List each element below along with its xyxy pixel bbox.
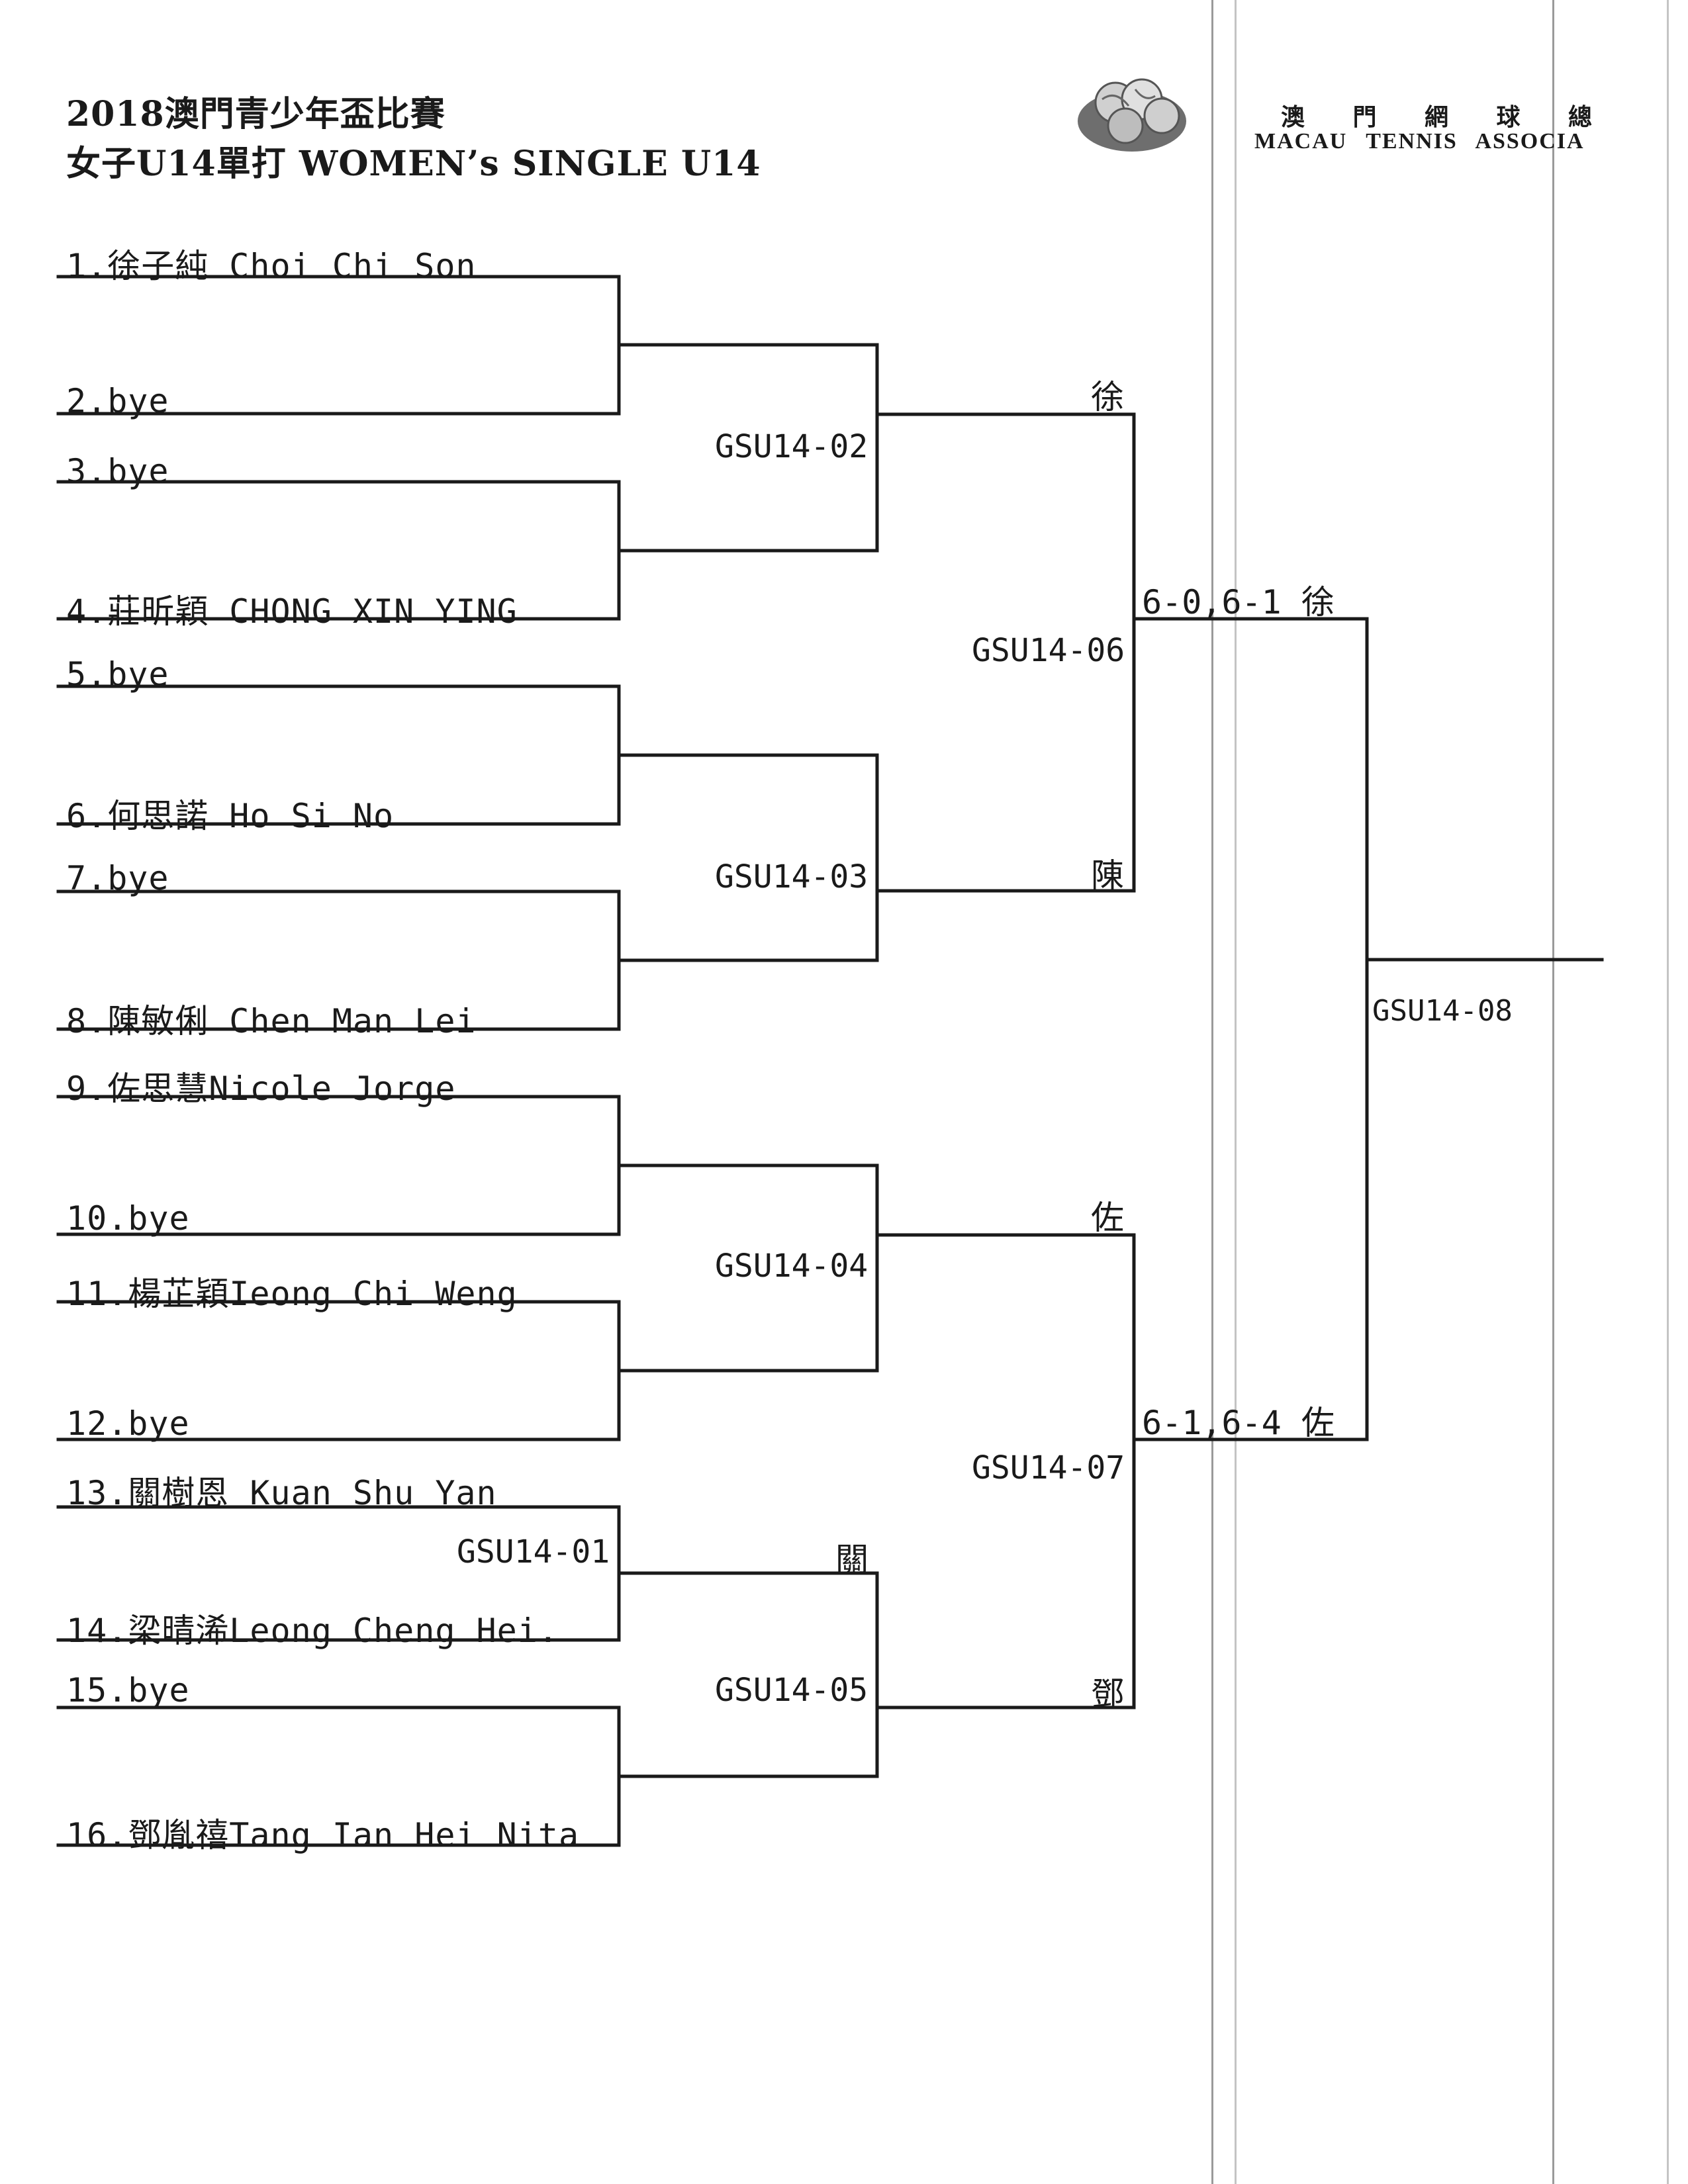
- player-3: 3.bye: [66, 452, 169, 490]
- match-code-m04: GSU14-04: [715, 1248, 868, 1285]
- match-code-m08: GSU14-08: [1372, 994, 1513, 1028]
- tournament-title: 2018澳門青少年盃比賽: [66, 94, 445, 134]
- association-name-chinese: 澳 門 網 球 總: [1281, 98, 1592, 132]
- bracket-m05: [617, 1571, 879, 1778]
- match-code-m01: GSU14-01: [457, 1533, 610, 1570]
- assoc-char: 球: [1496, 103, 1521, 131]
- bracket-m04: [617, 1163, 879, 1373]
- player-2: 2.bye: [66, 382, 169, 420]
- result-m07: 6-1,6-4 佐: [1142, 1404, 1335, 1442]
- player-5: 5.bye: [66, 655, 169, 694]
- scan-line: [1552, 0, 1554, 2184]
- player-10: 10.bye: [66, 1199, 190, 1238]
- winner-m05: 鄧: [1091, 1675, 1124, 1713]
- player-6: 6.何思諾 Ho Si No: [66, 797, 395, 835]
- assoc-char: 網: [1424, 103, 1448, 131]
- bracket-m07: [875, 1233, 1136, 1709]
- result-m06: 6-0,6-1 徐: [1142, 583, 1335, 621]
- match-code-m06: GSU14-06: [972, 632, 1125, 669]
- bracket-m08: [1132, 617, 1369, 1441]
- player-16: 16.鄧胤禧Tang Ian Hei Nita: [66, 1816, 580, 1854]
- player-15: 15.bye: [66, 1671, 190, 1709]
- player-11: 11.楊芷穎Ieong Chi Weng: [66, 1275, 518, 1313]
- match-code-m02: GSU14-02: [715, 428, 868, 465]
- player-9: 9.佐思慧Nicole Jorge: [66, 1069, 456, 1108]
- match-code-m05: GSU14-05: [715, 1672, 868, 1709]
- player-13: 13.關樹恩 Kuan Shu Yan: [66, 1474, 497, 1512]
- scan-line: [1667, 0, 1669, 2184]
- assoc-char: 門: [1352, 103, 1377, 131]
- bracket-m02: [617, 343, 879, 553]
- assoc-char: 總: [1568, 103, 1592, 131]
- player-8: 8.陳敏俐 Chen Man Lei: [66, 1002, 477, 1040]
- bracket-m03: [617, 753, 879, 962]
- match-code-m03: GSU14-03: [715, 858, 868, 895]
- scan-line: [1211, 0, 1213, 2184]
- winner-m03: 陳: [1091, 856, 1124, 895]
- winner-m04: 佐: [1091, 1199, 1124, 1237]
- event-title: 女子U14單打 WOMEN’s SINGLE U14: [66, 144, 761, 184]
- winner-m02: 徐: [1091, 378, 1124, 416]
- player-1: 1.徐子純 Choi Chi Son: [66, 247, 477, 285]
- association-name-english: MACAU TENNIS ASSOCIA: [1254, 129, 1585, 154]
- player-12: 12.bye: [66, 1404, 190, 1443]
- association-logo: [1078, 78, 1186, 152]
- assoc-char: 澳: [1281, 103, 1305, 131]
- player-14: 14.梁晴浠Leong Cheng Hei.: [66, 1612, 559, 1650]
- player-4: 4.莊昕穎 CHONG XIN YING: [66, 592, 518, 631]
- scan-line: [1235, 0, 1237, 2184]
- player-7: 7.bye: [66, 859, 169, 897]
- winner-m01: 關: [835, 1541, 868, 1579]
- match-code-m07: GSU14-07: [972, 1449, 1125, 1486]
- bracket-m06: [875, 412, 1136, 893]
